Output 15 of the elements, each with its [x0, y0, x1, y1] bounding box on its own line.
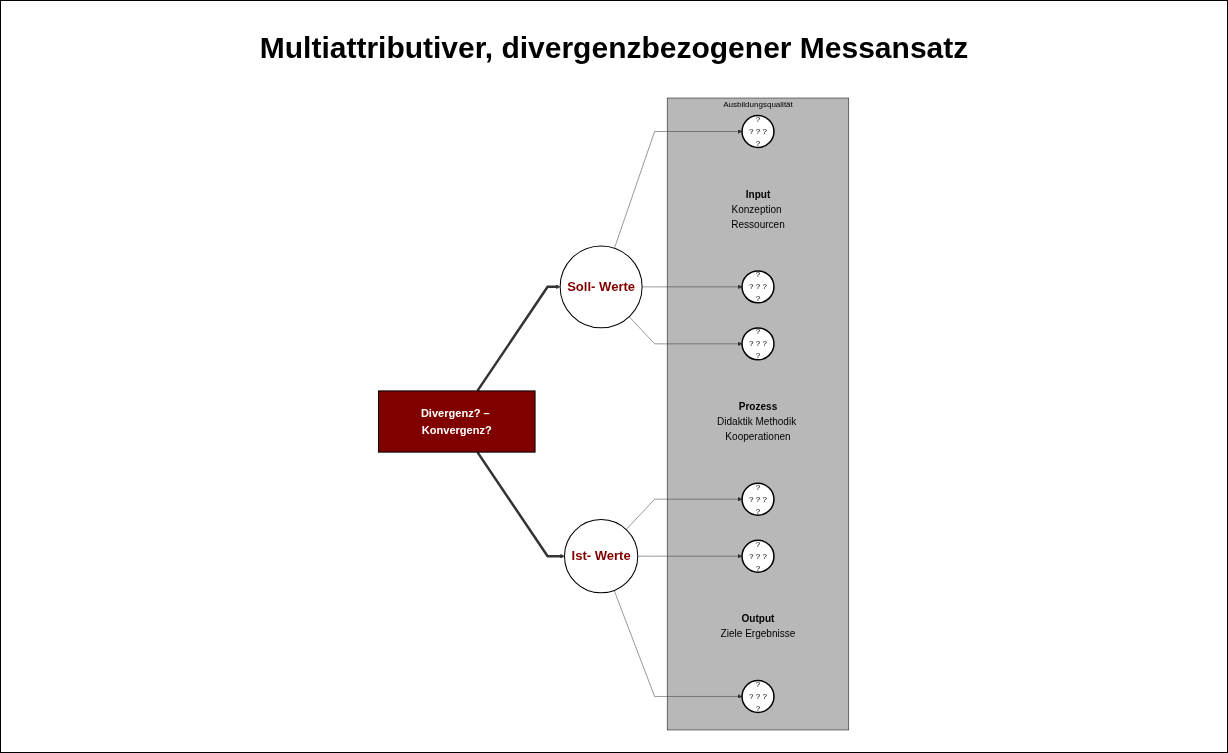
arrow — [476, 284, 561, 392]
node-box: Divergenz? – Konvergenz? — [378, 389, 536, 453]
node-text: Prozess Didaktik Methodik Kooperationen — [717, 400, 797, 442]
node-text: Input Konzeption Ressourcen — [731, 188, 786, 230]
arrow — [476, 450, 565, 558]
node-circle: Ist- Werte — [564, 518, 639, 593]
node-circle: ? ? ? ? ? — [741, 326, 776, 361]
node-circle: ? ? ? ? ? — [741, 114, 776, 148]
node-circle: ? ? ? ? ? — [741, 482, 776, 516]
node-circle: ? ? ? ? ? — [741, 269, 776, 304]
diagram-title: Multiattributiver, divergenzbezogener Messansatz — [259, 31, 969, 65]
node-circle: ? ? ? ? ? — [741, 538, 776, 573]
node-text: Output Ziele Ergebnisse — [720, 612, 796, 639]
node-circle: Soll- Werte — [559, 244, 643, 328]
node-circle: ? ? ? ? ? — [741, 679, 776, 713]
